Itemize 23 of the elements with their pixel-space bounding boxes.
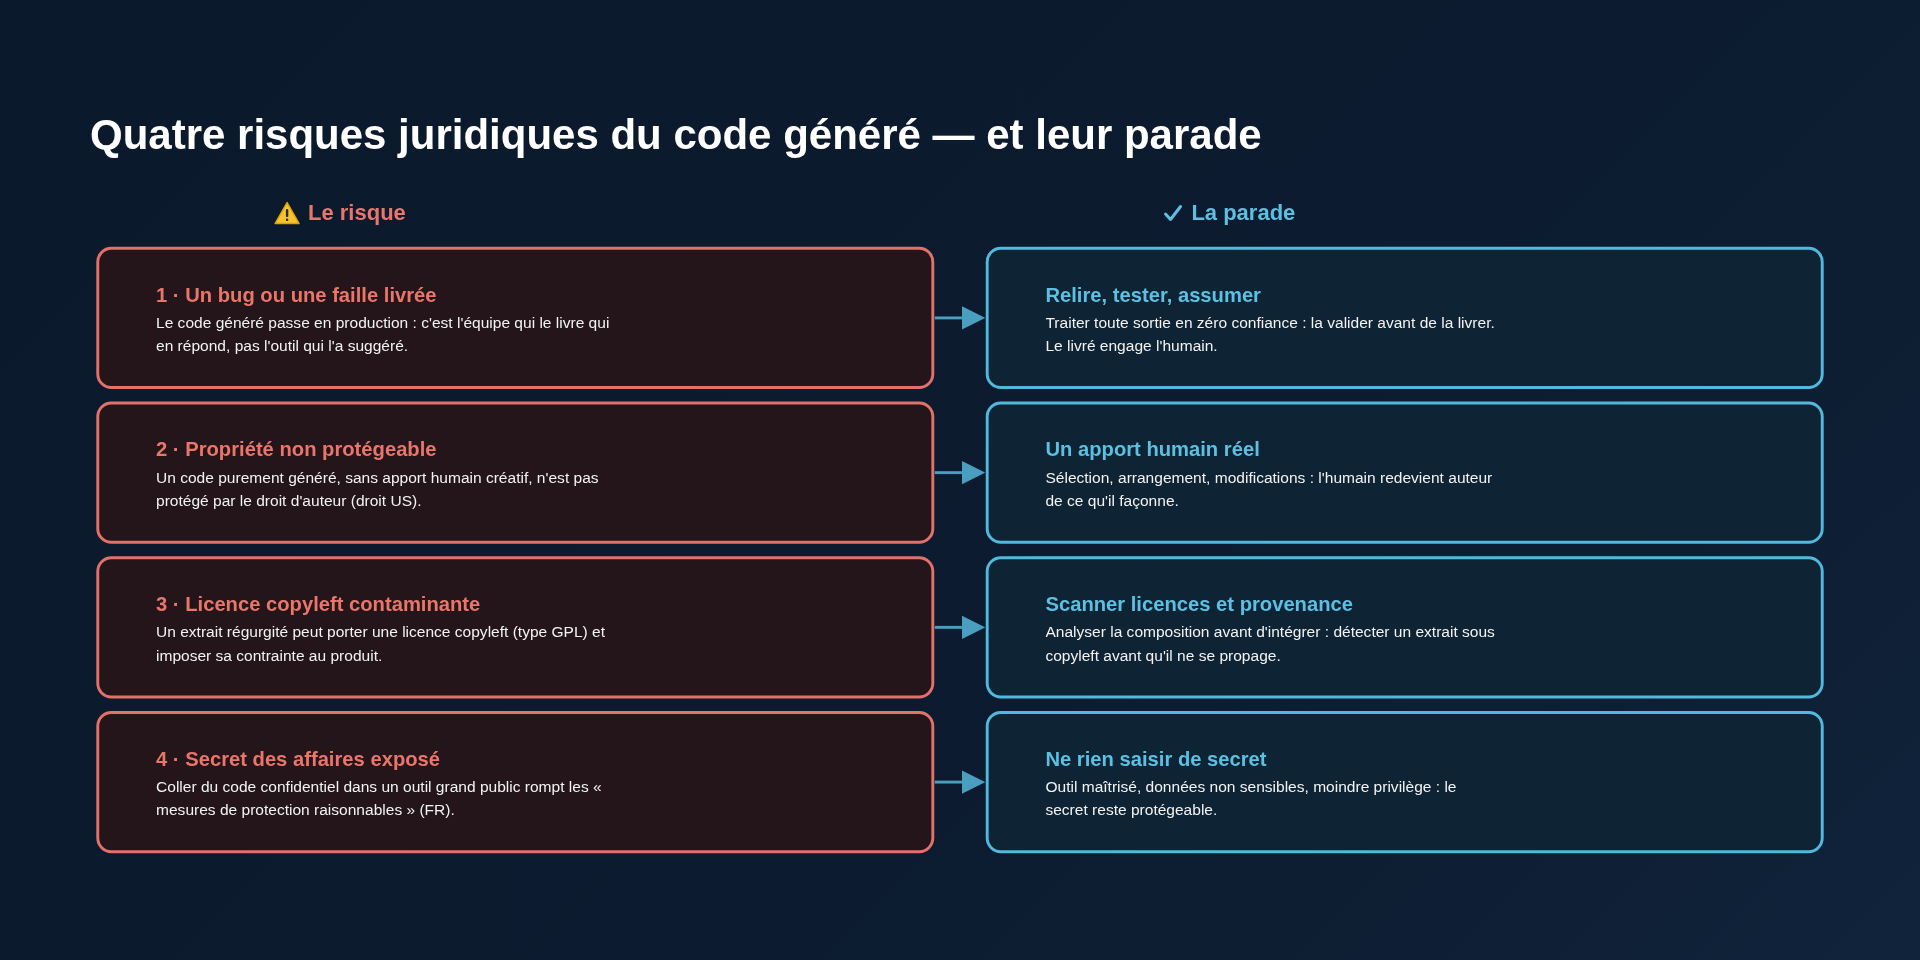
- arrow: [934, 615, 986, 639]
- card-heading: 4 · Secret des affaires exposé: [156, 747, 440, 770]
- card-heading: 3 · Licence copyleft contaminante: [156, 592, 481, 616]
- diagram-title: Quatre risques juridiques du code généré — et leur parade: [90, 111, 1262, 159]
- card-text: Un extrait régurgité peut porter une licence copyleft (type GPL) et imposer sa contrainte au produit.: [156, 623, 607, 666]
- card-text: Coller du code confidentiel dans un outil grand public rompt les « mesures de protection raisonnables » (FR).: [156, 777, 603, 821]
- card-heading: 1 · Un bug ou une faille livrée: [156, 283, 437, 306]
- card-text: Outil maîtrisé, données non sensibles, moindre privilège : le secret reste protégeable.: [1045, 777, 1458, 821]
- arrow: [934, 461, 986, 485]
- card-text: Un code purement généré, sans apport humain créatif, n'est pas protégé par le droit d'auteur (droit US).: [156, 468, 600, 512]
- card-heading: 2 · Propriété non protégeable: [156, 438, 437, 461]
- arrow: [934, 770, 986, 794]
- card-heading: Ne rien saisir de secret: [1045, 747, 1267, 770]
- card-heading: Scanner licences et provenance: [1045, 592, 1353, 616]
- card-text: Sélection, arrangement, modifications : l'humain redevient auteur de ce qu'il façonne.: [1045, 468, 1494, 512]
- arrow: [934, 306, 986, 330]
- card-text: Traiter toute sortie en zéro confiance : la valider avant de la livrer. Le livré engage l'humain.: [1045, 313, 1496, 357]
- column-header: Le risque: [308, 200, 406, 227]
- card-heading: Relire, tester, assumer: [1045, 283, 1261, 306]
- card-text: Le code généré passe en production : c'est l'équipe qui le livre qui en répond, pas l'outil qui l'a suggéré.: [156, 313, 611, 357]
- card-text: Analyser la composition avant d'intégrer : détecter un extrait sous copyleft avant qu'il ne se propage.: [1045, 623, 1496, 666]
- column-header: La parade: [1191, 200, 1296, 227]
- card-heading: Un apport humain réel: [1045, 438, 1260, 461]
